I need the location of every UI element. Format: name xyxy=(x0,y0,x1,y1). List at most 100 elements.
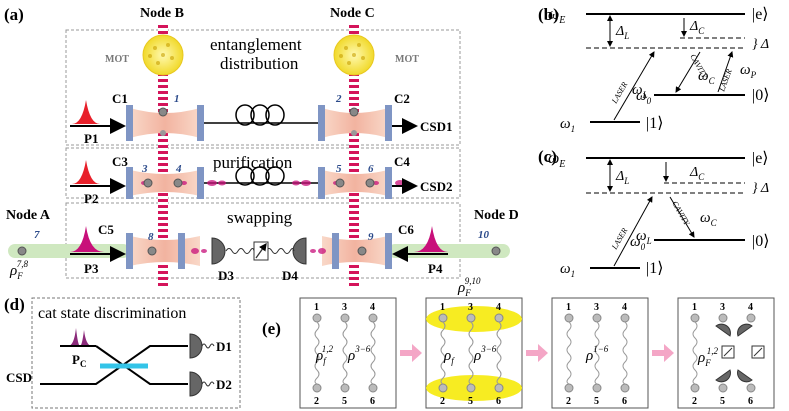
c-delta-l: ΔL xyxy=(615,169,629,186)
detector-d4-label: D4 xyxy=(282,268,298,283)
cavity-mode-c4 xyxy=(322,170,388,196)
stage-swapping: swapping xyxy=(227,208,293,227)
beam-node-c xyxy=(349,22,359,287)
c-cavity-label: CAVITY xyxy=(670,200,692,229)
pc-pulse xyxy=(68,328,92,346)
b-omega-l: ωL xyxy=(632,82,648,100)
panel-d-title: cat state discrimination xyxy=(38,305,186,322)
b-delta-l: ΔL xyxy=(615,24,629,41)
d1-label: D1 xyxy=(216,339,232,354)
panel-a-label: (a) xyxy=(4,5,24,24)
c-omega-c: ωC xyxy=(700,210,718,228)
entanglement-box xyxy=(65,29,461,146)
panel-d-label: (d) xyxy=(4,295,25,314)
cavity-c2-label: C2 xyxy=(394,91,410,106)
b-omega-e: ωE xyxy=(548,6,565,26)
svg-text:1: 1 xyxy=(314,302,319,313)
svg-text:2: 2 xyxy=(314,396,319,407)
pulse-p4-label: P4 xyxy=(428,261,443,276)
atom-2-label: 2 xyxy=(335,93,342,105)
svg-text:ρ3−6: ρ3−6 xyxy=(473,344,497,364)
atom-3-label: 3 xyxy=(141,163,148,175)
mirror-c2-right xyxy=(385,105,392,141)
detector-d2 xyxy=(189,371,203,397)
detector-d3 xyxy=(211,237,226,265)
cavity-mode-c1 xyxy=(130,108,200,138)
output-csd1: CSD1 xyxy=(420,119,453,134)
b-laser-label: LASER xyxy=(609,80,629,105)
b-laser2-label: LASER xyxy=(717,68,734,94)
e-arrow-1 xyxy=(400,344,422,362)
panel-b-label: (b) xyxy=(538,5,559,24)
node-b-label: Node B xyxy=(140,6,184,21)
svg-text:6: 6 xyxy=(622,396,627,407)
svg-text:5: 5 xyxy=(594,396,599,407)
svg-text:ρF1,2: ρF1,2 xyxy=(697,346,718,368)
svg-text:5: 5 xyxy=(342,396,347,407)
b-omega-p: ωP xyxy=(740,62,757,80)
e-box-2: 1 3 4 2 5 6 ρf ρ3−6 xyxy=(425,297,523,409)
mirror-c1-right xyxy=(197,105,204,141)
output-csd2: CSD2 xyxy=(420,179,453,194)
svg-text:4: 4 xyxy=(496,302,501,313)
cavity-c5-label: C5 xyxy=(98,222,114,237)
node-a-label: Node A xyxy=(6,208,51,223)
b-delta-c: ΔC xyxy=(689,19,705,36)
mot-label-c: MOT xyxy=(395,54,419,65)
e-box-4: 1 3 4 2 5 6 ρF1,2 xyxy=(677,297,775,409)
b-omega-1: ω1 xyxy=(560,116,575,134)
b-omega-0: ω0 xyxy=(636,88,652,106)
pulse-p4 xyxy=(414,226,448,252)
rho-left: ρF7,8 xyxy=(9,259,28,281)
detector-d3-label: D3 xyxy=(218,268,234,283)
pulse-p1-label: P1 xyxy=(84,131,98,146)
c-delta-c: ΔC xyxy=(689,165,705,182)
svg-text:ρ1−6: ρ1−6 xyxy=(585,344,609,364)
pulse-p3 xyxy=(70,226,104,252)
pulse-p2 xyxy=(72,160,100,184)
c-omega-e: ωE xyxy=(548,150,565,170)
panel-b: (b) ωE |e⟩ ΔL ΔC } Δ LASER CAVITY LASER … xyxy=(538,5,769,134)
c-omega-l: ωL xyxy=(636,228,652,246)
rho-right: ρF9,10 xyxy=(457,276,481,298)
pulse-p1 xyxy=(72,100,100,124)
svg-text:3: 3 xyxy=(720,302,725,313)
e-box-1: 1 3 4 2 5 6 ρf1,2 ρ3−6 xyxy=(299,297,397,409)
svg-text:4: 4 xyxy=(622,302,627,313)
fiber-coil-1 xyxy=(235,104,285,126)
c-delta: } Δ xyxy=(752,181,769,196)
mirror-c2-left xyxy=(318,105,325,141)
detector-d1 xyxy=(189,333,203,359)
c-ket-e: |e⟩ xyxy=(752,150,769,167)
cavity-c1-label: C1 xyxy=(112,91,128,106)
svg-text:1: 1 xyxy=(566,302,571,313)
svg-text:ρf1,2: ρf1,2 xyxy=(315,344,333,366)
svg-text:1: 1 xyxy=(692,302,697,313)
beam-node-b xyxy=(158,22,168,287)
cavity-mode-c3 xyxy=(130,170,200,196)
cavity-c6-label: C6 xyxy=(398,222,414,237)
svg-text:1: 1 xyxy=(440,302,445,313)
b-ket-e: |e⟩ xyxy=(752,6,769,23)
purification-box xyxy=(65,147,461,199)
svg-text:ρ3−6: ρ3−6 xyxy=(347,344,371,364)
svg-text:5: 5 xyxy=(720,396,725,407)
cavity-mode-c2 xyxy=(322,108,388,138)
panel-c-label: (c) xyxy=(538,147,557,166)
panel-a: (a) Node B Node C Node A Node D MOT MOT … xyxy=(4,5,519,298)
stage-entanglement: entanglement xyxy=(210,35,302,54)
mot-label-b: MOT xyxy=(105,54,129,65)
b-ket-1: |1⟩ xyxy=(646,115,663,132)
swapping-box xyxy=(65,202,461,279)
b-delta: } Δ xyxy=(752,37,769,52)
svg-text:ρf: ρf xyxy=(443,348,455,366)
atom-6-label: 6 xyxy=(368,163,374,175)
svg-text:6: 6 xyxy=(496,396,501,407)
panel-e: (e) 1 3 4 2 5 6 ρf1,2 ρ3−6 1 3 4 2 5 6 xyxy=(262,297,775,409)
svg-text:3: 3 xyxy=(342,302,347,313)
atom-4-label: 4 xyxy=(175,163,182,175)
pulse-p2-label: P2 xyxy=(84,191,98,206)
c-omega-0: ω0 xyxy=(630,234,646,252)
pc-label: PC xyxy=(72,352,86,369)
